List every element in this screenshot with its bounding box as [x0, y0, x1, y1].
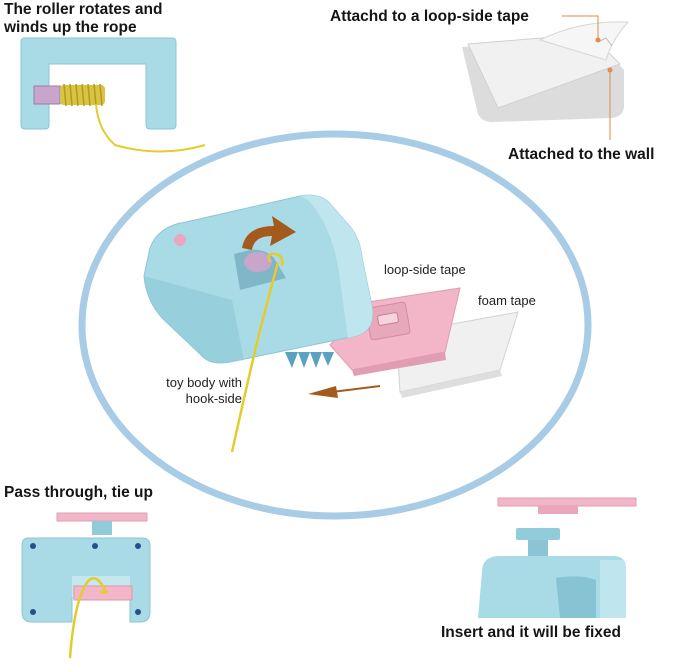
wall-caption: Attached to the wall [508, 146, 655, 163]
insert-image [478, 497, 637, 618]
pass-through-caption: Pass through, tie up [4, 484, 153, 501]
exploded-view-image [143, 194, 519, 453]
tie-up-image [21, 512, 151, 659]
foam-tape-label: foam tape [478, 293, 536, 308]
loop-tape-caption: Attachd to a loop-side tape [330, 8, 529, 25]
roller-detail-image [20, 37, 206, 153]
highlight-ring [78, 130, 592, 520]
loop-side-tape-label: loop-side tape [384, 262, 466, 277]
toy-body-label: toy body with hook-side [166, 375, 242, 406]
insert-caption: Insert and it will be fixed [441, 624, 622, 641]
roller-caption: The roller rotates and winds up the rope [4, 1, 163, 36]
wall-tape-image [462, 15, 630, 140]
